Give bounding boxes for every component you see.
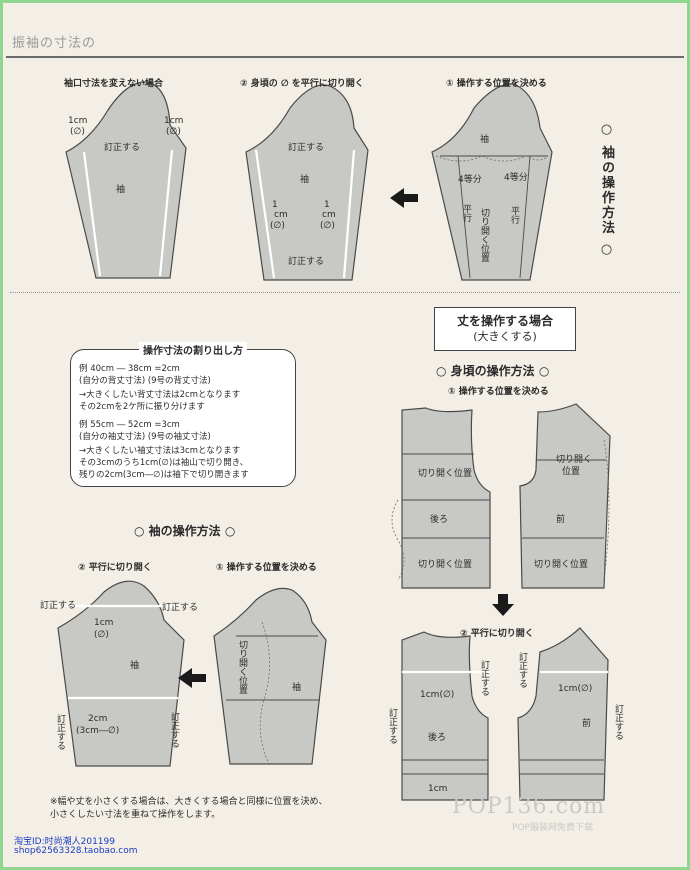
length-box-subtitle: (大きくする) — [473, 330, 537, 343]
header-rule — [6, 56, 684, 58]
back-label: 後ろ — [430, 515, 449, 525]
calc-title: 操作寸法の割り出し方 — [139, 342, 247, 357]
b2-bottom: 1cm — [428, 784, 448, 794]
sleeve-correct-right: 訂正する — [162, 603, 199, 613]
front-cut-low: 切り開く位置 — [534, 560, 589, 570]
back-bodice-step2 — [401, 631, 489, 801]
calc-box: 操作寸法の割り出し方 例 40cm ― 38cm =2cm (自分の背丈寸法) … — [70, 342, 296, 487]
front-label: 前 — [556, 515, 566, 525]
col3-title: ① 操作する位置を決める — [446, 79, 547, 89]
watermark-logo: POP136.com — [452, 794, 606, 819]
c3-quarter-left: 4等分 — [458, 175, 482, 185]
sleeve-method-title: ○ 袖の操作方法 ○ — [134, 524, 236, 538]
sleeve-3cm: (3cm―∅) — [76, 726, 120, 736]
arrow-left-top — [390, 188, 418, 208]
sleeve-pattern-position — [431, 83, 553, 281]
c2-sleeve: 袖 — [300, 175, 310, 185]
shop-id: 淘宝ID:时尚潮人201199 — [14, 837, 115, 847]
body-step2: ② 平行に切り開く — [460, 629, 534, 639]
f2-1cm: 1cm(∅) — [558, 684, 593, 694]
section-separator — [10, 292, 680, 293]
header-text: 振袖の寸法の — [12, 36, 97, 51]
c2-phi-left: (∅) — [270, 221, 285, 231]
calc-line-6: (自分の袖丈寸法) (9号の袖丈寸法) — [79, 432, 211, 442]
c2-1-left: 1 — [272, 200, 278, 210]
sleeve-r-label: 袖 — [292, 683, 302, 693]
f2-front: 前 — [582, 719, 592, 729]
c1-phi-left: (∅) — [70, 127, 85, 137]
body-step1: ① 操作する位置を決める — [448, 387, 549, 397]
c1-1cm-right: 1cm — [164, 116, 184, 126]
c3-parallel-left: 平行 — [461, 204, 471, 222]
watermark-sub: POP服装网免费下载 — [512, 823, 593, 833]
sleeve-pattern-unchanged — [65, 81, 187, 279]
c3-quarter-right: 4等分 — [504, 173, 528, 183]
sleeve-step1: ① 操作する位置を決める — [216, 563, 317, 573]
front-cut-label-2: 位置 — [562, 467, 581, 477]
c3-sleeve: 袖 — [480, 135, 490, 145]
body-correct-v4: 訂正する — [613, 704, 623, 740]
sleeve-method-vertical-title: ○ 袖の操作方法 ○ — [599, 122, 614, 260]
front-cut-label-1: 切り開く — [556, 455, 593, 465]
c1-sleeve: 袖 — [116, 185, 126, 195]
col1-title: 袖口寸法を変えない場合 — [64, 79, 164, 89]
body-method-title: ○ 身頃の操作方法 ○ — [436, 364, 550, 378]
sleeve-2cm: 2cm — [88, 714, 108, 724]
sleeve-pattern-mark — [213, 587, 327, 765]
sleeve-pattern-cut — [57, 580, 185, 767]
sleeve-correct-left: 訂正する — [40, 601, 77, 611]
calc-line-3: →大きくしたい背丈寸法は2cmとなります — [79, 390, 241, 400]
calc-line-9: 残りの2cm(3cm―∅)は袖下で切り開きます — [79, 470, 249, 480]
calc-line-4: その2cmを2ケ所に振り分けます — [79, 402, 205, 412]
body-correct-v1: 訂正する — [387, 708, 397, 744]
c2-phi-right: (∅) — [320, 221, 335, 231]
c3-parallel-right: 平行 — [509, 206, 519, 224]
sleeve-label: 袖 — [130, 661, 140, 671]
footnote-line-1: ※幅や丈を小さくする場合は、大きくする場合と同様に位置を決め、 — [50, 797, 328, 807]
c1-1cm-left: 1cm — [68, 116, 88, 126]
sleeve-r-cutopen: 切り開く位置 — [237, 640, 247, 694]
c2-cm-left: cm — [274, 210, 288, 220]
c3-cutopen: 切り開く位置 — [479, 208, 489, 262]
back-bodice-step1 — [401, 407, 491, 589]
footnote: ※幅や丈を小さくする場合は、大きくする場合と同様に位置を決め、 小さくしたい寸法… — [50, 796, 328, 822]
front-bodice-step1 — [519, 403, 611, 589]
b2-1cm: 1cm(∅) — [420, 690, 455, 700]
sleeve-pattern-cut-bodice — [245, 84, 369, 281]
calc-line-5: 例 55cm ― 52cm =3cm — [79, 420, 180, 430]
sleeve-phi: (∅) — [94, 630, 109, 640]
calc-line-2: (自分の背丈寸法) (9号の背丈寸法) — [79, 376, 211, 386]
shop-url: shop62563328.taobao.com — [14, 846, 138, 856]
c2-1-right: 1 — [324, 200, 330, 210]
arrow-left-sleeve — [178, 668, 206, 688]
calc-line-1: 例 40cm ― 38cm =2cm — [79, 364, 180, 374]
calc-line-8: その3cmのうち1cm(∅)は袖山で切り開き、 — [79, 458, 249, 468]
sleeve-1cm: 1cm — [94, 618, 114, 628]
back-cut-label: 切り開く位置 — [418, 469, 473, 479]
sleeve-step2: ② 平行に切り開く — [78, 563, 152, 573]
length-box-title: 丈を操作する場合 — [456, 314, 553, 328]
sleeve-correct-vl: 訂正する — [55, 714, 65, 750]
sleeve-correct-vr: 訂正する — [169, 712, 179, 748]
body-correct-v2: 訂正する — [479, 660, 489, 696]
c2-correct-top: 訂正する — [288, 143, 325, 153]
c1-phi-right: (∅) — [166, 127, 181, 137]
length-box: 丈を操作する場合 (大きくする) — [434, 307, 576, 351]
body-correct-v3: 訂正する — [517, 652, 527, 688]
b2-back: 後ろ — [428, 733, 447, 743]
footnote-line-2: 小さくしたい寸法を重ねて操作をします。 — [50, 810, 221, 820]
c2-correct-bottom: 訂正する — [288, 257, 325, 267]
arrow-down-body — [492, 594, 514, 616]
col2-title: ② 身頃の ∅ を平行に切り開く — [240, 79, 364, 89]
c2-cm-right: cm — [322, 210, 336, 220]
back-cut-low: 切り開く位置 — [418, 560, 473, 570]
c1-correct: 訂正する — [104, 143, 141, 153]
calc-line-7: →大きくしたい袖丈寸法は3cmとなります — [79, 446, 241, 456]
